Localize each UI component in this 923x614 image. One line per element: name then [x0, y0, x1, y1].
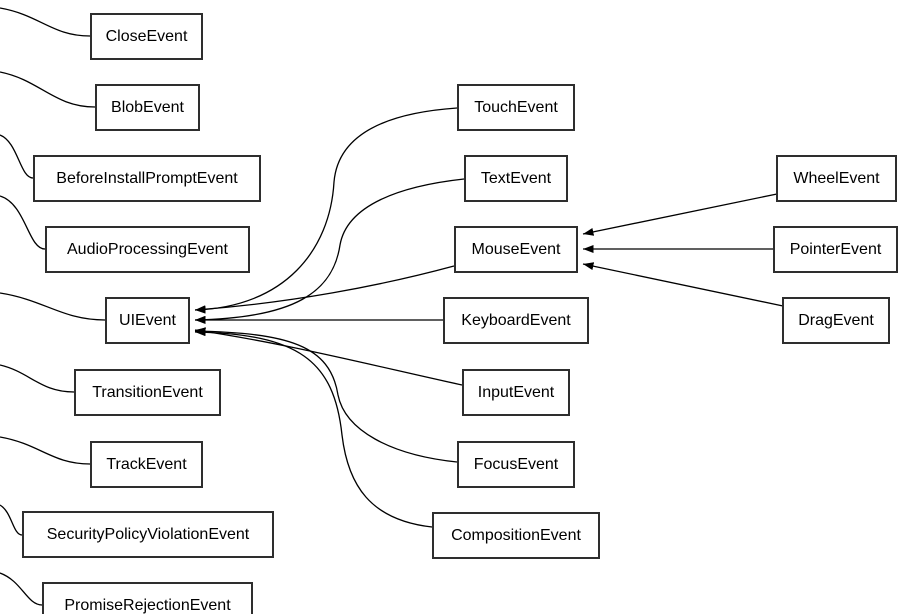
- edge-offscreen-left-to-AudioProcessingEvent: [0, 195, 46, 250]
- node-label: TextEvent: [480, 169, 552, 187]
- node-label: FocusEvent: [473, 455, 559, 473]
- node-PromiseRejectionEvent: PromiseRejectionEvent: [42, 582, 253, 614]
- node-label: DragEvent: [798, 311, 874, 329]
- node-InputEvent: InputEvent: [462, 369, 570, 416]
- node-SecurityPolicyViolationEvent: SecurityPolicyViolationEvent: [22, 511, 274, 558]
- node-BlobEvent: BlobEvent: [95, 84, 200, 131]
- node-label: SecurityPolicyViolationEvent: [46, 525, 250, 543]
- edge-offscreen-left-to-TransitionEvent: [0, 364, 75, 393]
- edge-offscreen-left-to-BeforeInstallPromptEvent: [0, 134, 34, 179]
- node-FocusEvent: FocusEvent: [457, 441, 575, 488]
- node-UIEvent: UIEvent: [105, 297, 190, 344]
- node-label: InputEvent: [477, 383, 555, 401]
- node-label: TouchEvent: [474, 98, 558, 116]
- edge-offscreen-left-to-SecurityPolicyViolationEvent: [0, 504, 23, 536]
- edge-WheelEvent-to-MouseEvent: [582, 193, 778, 236]
- node-label: TransitionEvent: [92, 383, 203, 401]
- edge-offscreen-left-to-TrackEvent: [0, 436, 91, 465]
- edge-TextEvent-to-UIEvent: [194, 178, 465, 324]
- node-CloseEvent: CloseEvent: [90, 13, 203, 60]
- node-label: CloseEvent: [105, 27, 188, 45]
- edge-offscreen-left-to-CloseEvent: [0, 7, 91, 37]
- node-BeforeInstallPromptEvent: BeforeInstallPromptEvent: [33, 155, 261, 202]
- node-DragEvent: DragEvent: [782, 297, 890, 344]
- edge-CompositionEvent-to-UIEvent: [194, 328, 433, 528]
- node-TrackEvent: TrackEvent: [90, 441, 203, 488]
- edge-DragEvent-to-MouseEvent: [582, 262, 784, 307]
- node-WheelEvent: WheelEvent: [776, 155, 897, 202]
- node-label: AudioProcessingEvent: [67, 240, 228, 258]
- node-label: PromiseRejectionEvent: [64, 596, 231, 614]
- node-label: BeforeInstallPromptEvent: [56, 169, 238, 187]
- node-label: KeyboardEvent: [461, 311, 571, 329]
- node-label: MouseEvent: [471, 240, 561, 258]
- edge-MouseEvent-to-UIEvent: [194, 265, 455, 314]
- node-label: WheelEvent: [793, 169, 880, 187]
- node-TransitionEvent: TransitionEvent: [74, 369, 221, 416]
- edge-offscreen-left-to-PromiseRejectionEvent: [0, 572, 43, 606]
- node-label: CompositionEvent: [451, 526, 581, 544]
- edge-FocusEvent-to-UIEvent: [194, 327, 458, 463]
- node-label: PointerEvent: [789, 240, 882, 258]
- node-TextEvent: TextEvent: [464, 155, 568, 202]
- edge-offscreen-left-to-UIEvent: [0, 292, 106, 321]
- edges-group: [0, 7, 784, 606]
- node-AudioProcessingEvent: AudioProcessingEvent: [45, 226, 250, 273]
- edge-InputEvent-to-UIEvent: [194, 327, 463, 386]
- edge-offscreen-left-to-BlobEvent: [0, 71, 96, 108]
- node-label: BlobEvent: [111, 98, 184, 116]
- node-PointerEvent: PointerEvent: [773, 226, 898, 273]
- node-CompositionEvent: CompositionEvent: [432, 512, 600, 559]
- node-KeyboardEvent: KeyboardEvent: [443, 297, 589, 344]
- node-label: UIEvent: [119, 311, 176, 329]
- node-TouchEvent: TouchEvent: [457, 84, 575, 131]
- node-MouseEvent: MouseEvent: [454, 226, 578, 273]
- edge-TouchEvent-to-UIEvent: [194, 107, 458, 314]
- node-label: TrackEvent: [106, 455, 187, 473]
